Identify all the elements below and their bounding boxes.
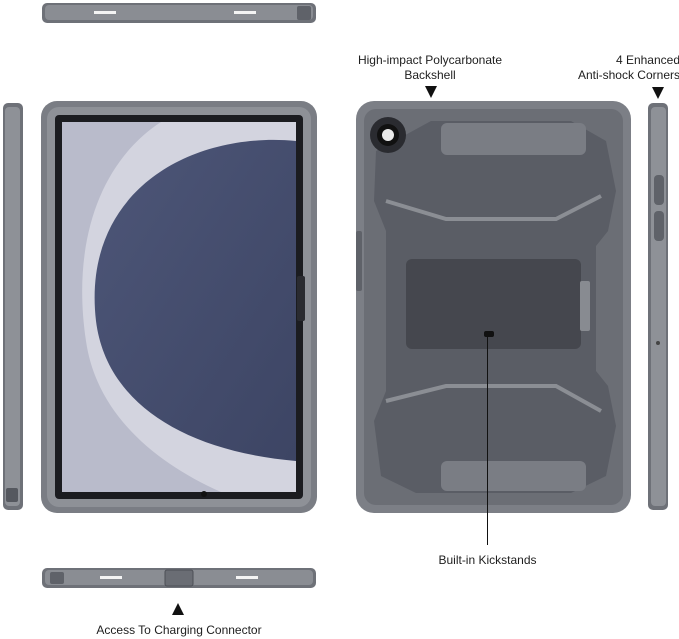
corners-callout-label: 4 Enhanced Anti-shock Corners <box>570 53 679 83</box>
case-back-view <box>356 101 631 513</box>
kickstand-callout-line <box>487 337 488 545</box>
backshell-arrow-icon <box>425 86 437 98</box>
corners-callout-line2: Anti-shock Corners <box>577 68 679 82</box>
kickstand-callout-label: Built-in Kickstands <box>438 553 537 567</box>
backshell-callout-label: High-impact Polycarbonate Backshell <box>350 53 510 83</box>
corners-arrow-icon <box>652 87 664 99</box>
case-right-side-view <box>648 103 668 510</box>
tablet-front-view <box>41 101 317 513</box>
corners-callout-line1: 4 Enhanced <box>615 53 679 67</box>
case-bottom-edge-view <box>42 568 316 588</box>
backshell-callout-line2: Backshell <box>404 68 456 82</box>
charging-callout-label: Access To Charging Connector <box>96 623 262 637</box>
case-left-side-view <box>3 103 23 510</box>
case-top-edge-view <box>42 3 316 23</box>
backshell-callout-line1: High-impact Polycarbonate <box>357 53 503 67</box>
charging-arrow-icon <box>172 603 184 615</box>
